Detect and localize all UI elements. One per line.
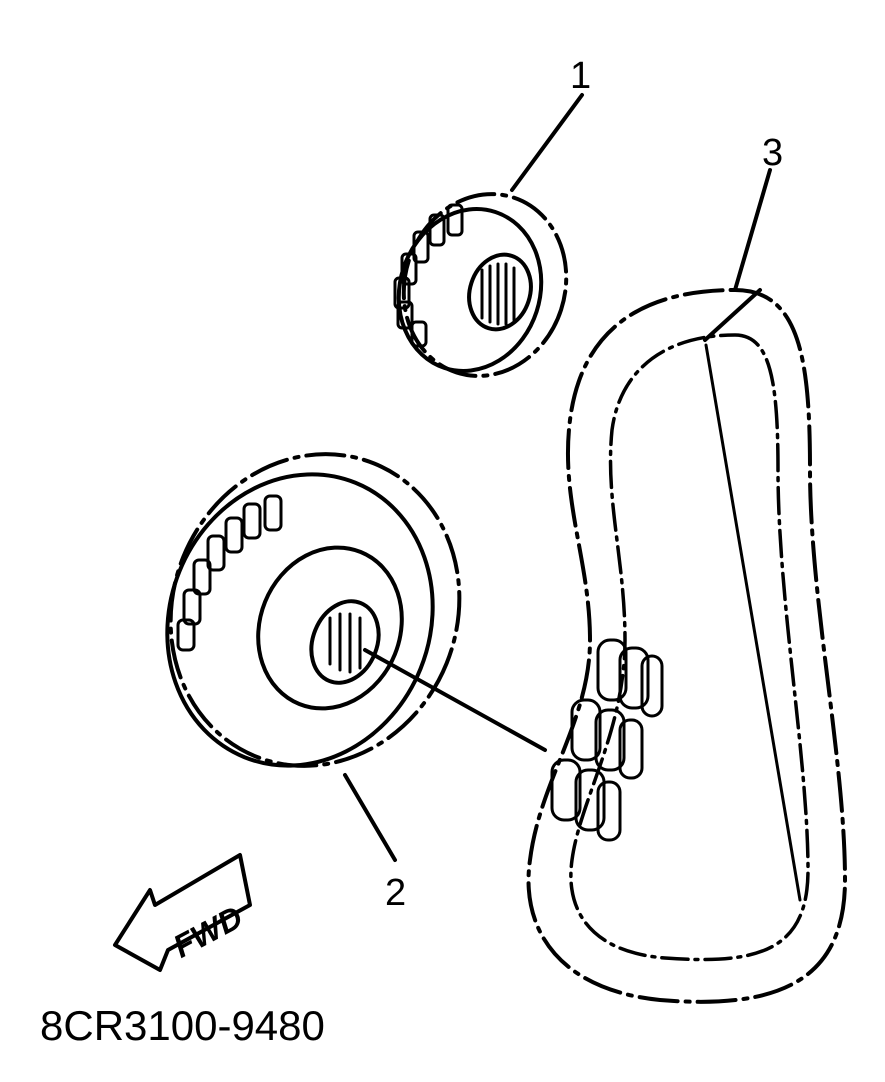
callout-3: 3 — [762, 132, 783, 174]
small-sprocket — [393, 93, 584, 378]
diagram-code: 8CR3100-9480 — [40, 1002, 325, 1049]
fwd-label: FWD — [167, 899, 248, 965]
drive-chain — [526, 168, 848, 1004]
forward-direction-arrow: FWD — [113, 853, 252, 972]
callout-1: 1 — [570, 55, 591, 97]
large-sprocket — [165, 452, 547, 862]
callout-2: 2 — [385, 872, 406, 914]
